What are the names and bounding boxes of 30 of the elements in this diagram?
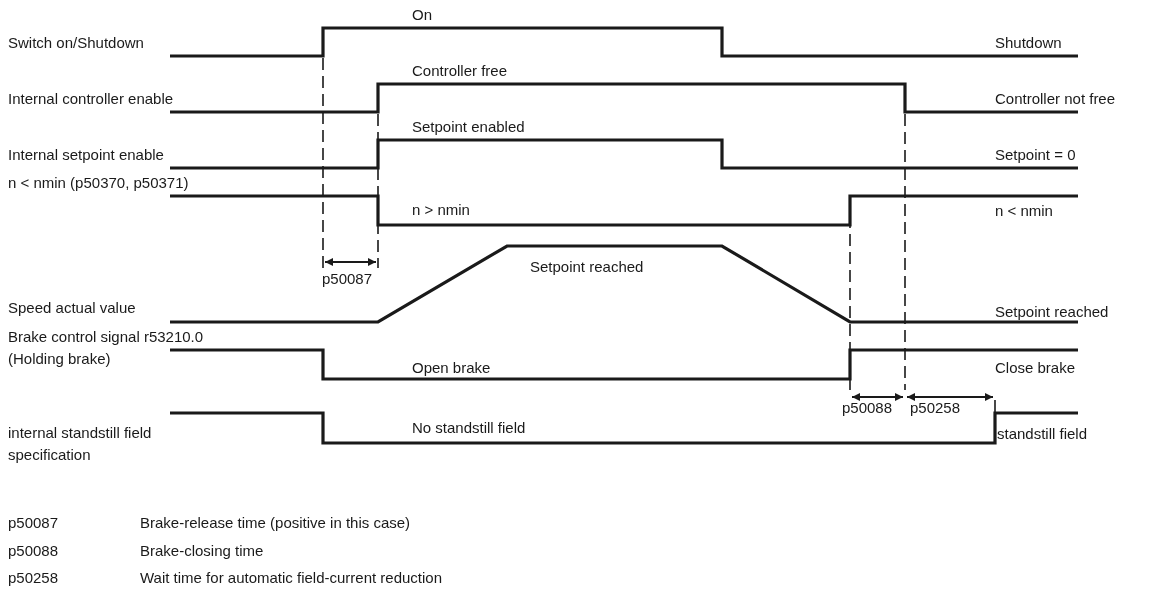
signal-name: n < nmin (p50370, p50371) xyxy=(8,173,189,193)
state-label: Close brake xyxy=(995,358,1076,378)
state-label: Shutdown xyxy=(995,33,1062,53)
signal-name: Speed actual value xyxy=(8,298,136,318)
state-label: n < nmin xyxy=(995,201,1053,221)
state-label: n > nmin xyxy=(412,200,470,220)
signal-name: Internal setpoint enable xyxy=(8,145,164,165)
parameter-code: p50087 xyxy=(8,513,59,533)
time-parameter: p50088 xyxy=(842,398,893,418)
signal-name: Switch on/Shutdown xyxy=(8,33,144,53)
state-label: Controller not free xyxy=(995,89,1116,109)
parameter-description: Brake-closing time xyxy=(140,541,264,561)
state-label: On xyxy=(412,5,432,25)
state-label: Controller free xyxy=(412,61,508,81)
state-label: Setpoint reached xyxy=(995,302,1109,322)
parameter-code: p50258 xyxy=(8,568,59,588)
time-parameter: p50258 xyxy=(910,398,961,418)
time-parameter: p50087 xyxy=(322,269,373,289)
state-label: Setpoint enabled xyxy=(412,117,525,137)
state-label: Setpoint = 0 xyxy=(995,145,1076,165)
state-label: Open brake xyxy=(412,358,491,378)
signal-name: Internal controller enable xyxy=(8,89,174,109)
signal-name: Brake control signal r53210.0 (Holding brake) xyxy=(8,327,205,369)
parameter-code: p50088 xyxy=(8,541,59,561)
signal-name: internal standstill field specification xyxy=(8,423,153,465)
state-label: standstill field xyxy=(997,424,1088,444)
parameter-description: Brake-release time (positive in this case) xyxy=(140,513,411,533)
parameter-description: Wait time for automatic field-current reduction xyxy=(140,568,443,588)
state-label: Setpoint reached xyxy=(530,257,644,277)
state-label: No standstill field xyxy=(412,418,526,438)
